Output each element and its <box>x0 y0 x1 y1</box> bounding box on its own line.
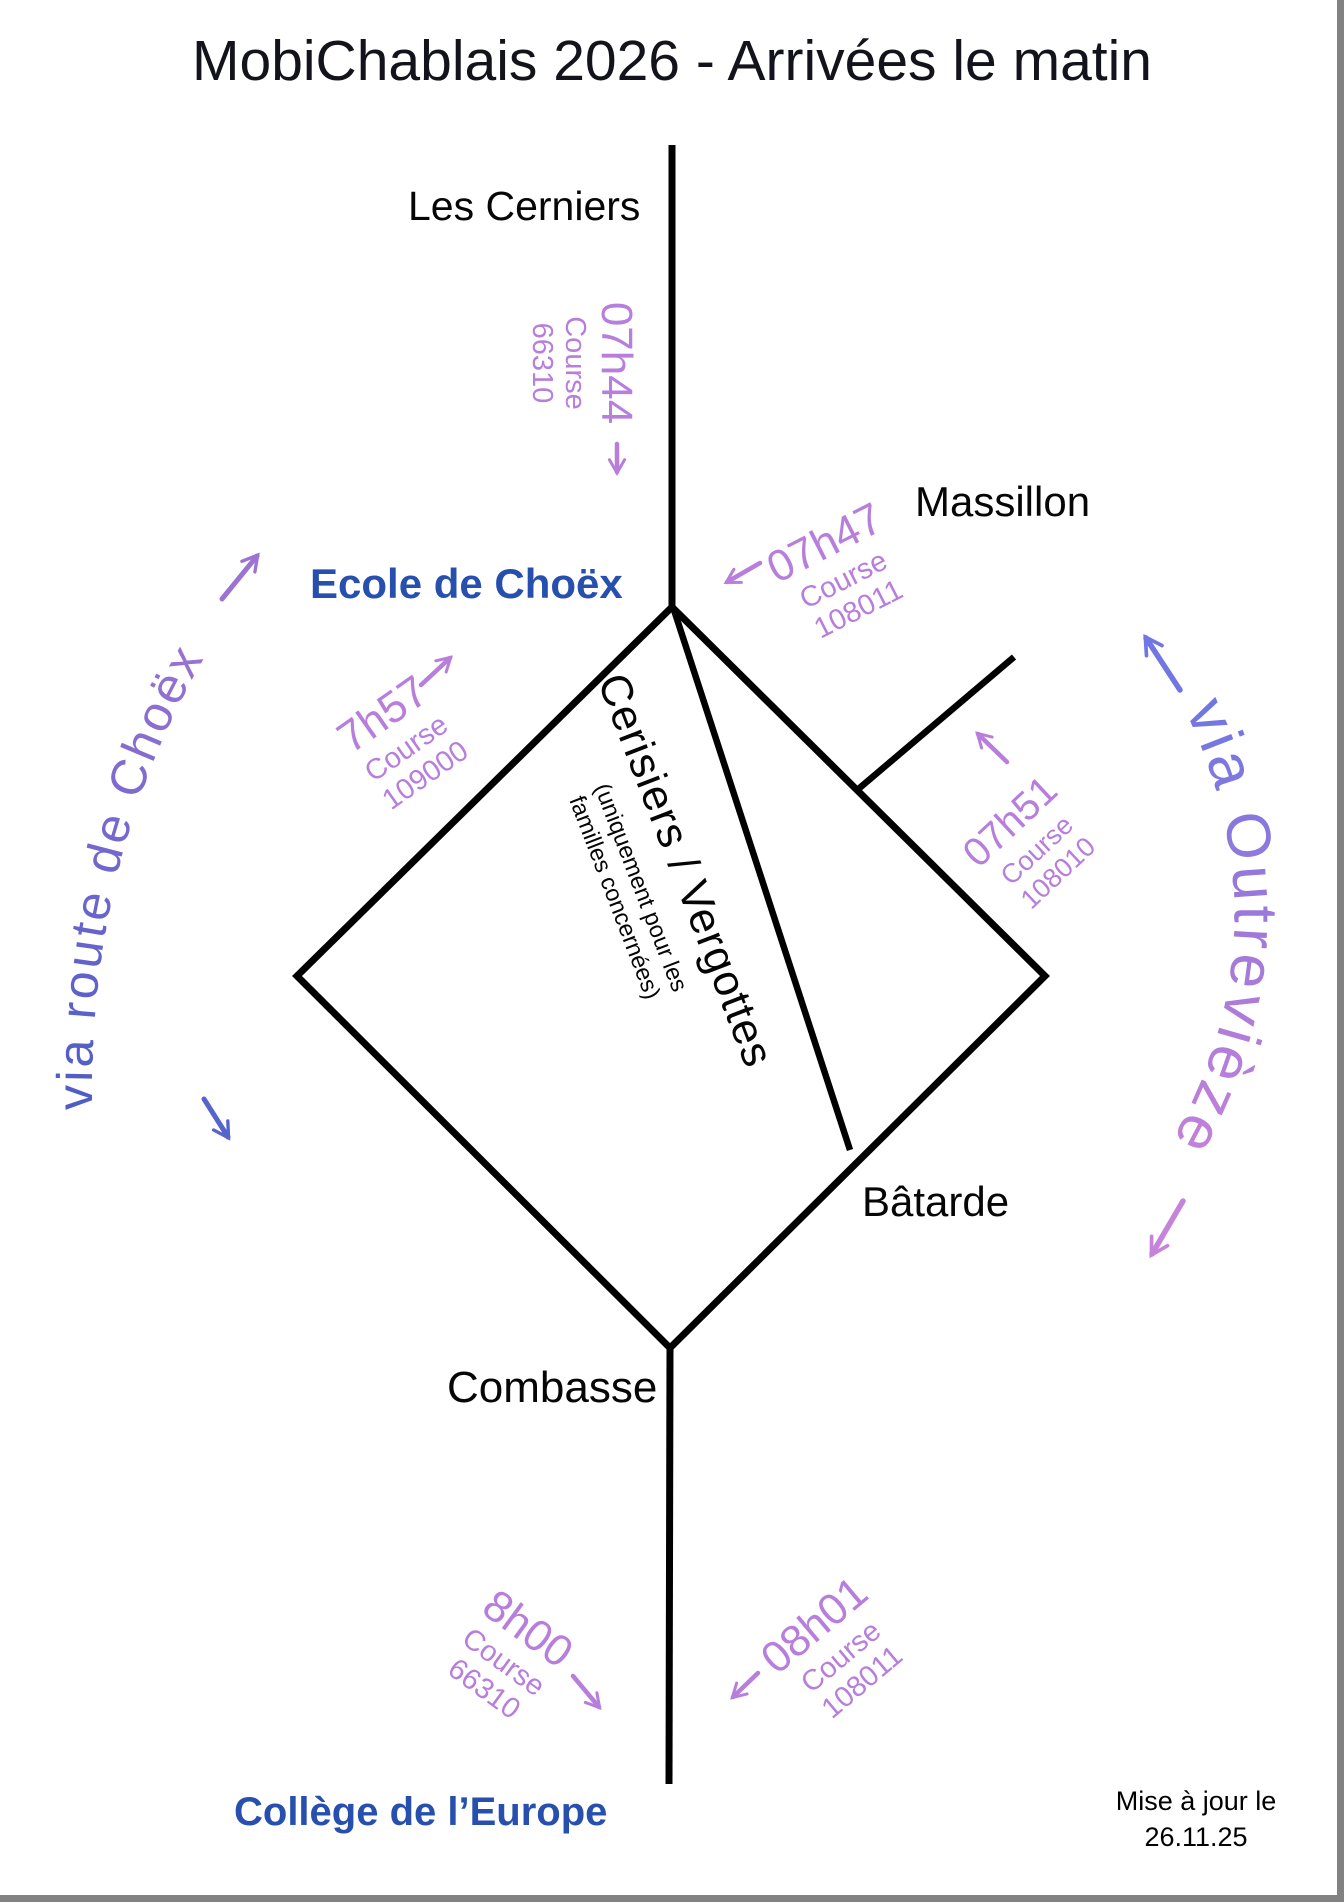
arrow-up-via-choex-icon <box>219 552 260 602</box>
station-ecole-de-choex: Ecole de Choëx <box>310 560 623 607</box>
arrow-down-via-outrevieze-icon <box>1149 1198 1186 1259</box>
station-batarde: Bâtarde <box>862 1178 1010 1225</box>
arrow-up-via-outrevieze-icon <box>1143 633 1183 693</box>
page-title: MobiChablais 2026 - Arrivées le matin <box>192 29 1152 93</box>
via-outrevieze-curved: via Outrevièze <box>1158 688 1289 1169</box>
station-les-cerniers: Les Cerniers <box>408 183 641 229</box>
arrow-upleft-07h51-icon <box>975 731 1010 765</box>
page-border-bottom <box>0 1895 1344 1902</box>
line-college-europe <box>665 1347 674 1785</box>
course-number: 66310 <box>526 322 559 404</box>
station-combasse: Combasse <box>447 1363 658 1412</box>
departure-07h44: 07h44 Course 66310 <box>526 301 642 425</box>
via-route-de-choex-curved: via route de Choëx <box>47 634 215 1110</box>
arrow-down-via-choex-icon <box>201 1096 231 1141</box>
line-cerisiers-chord <box>670 608 854 1152</box>
update-note: Mise à jour le 26.11.25 <box>1076 1784 1316 1855</box>
line-massillon-branch <box>853 654 1017 794</box>
direction-arrows <box>201 441 1186 1711</box>
station-massillon: Massillon <box>915 478 1091 525</box>
course-label: Course <box>559 316 592 410</box>
arrow-downright-8h00-icon <box>570 1673 602 1711</box>
via-route-de-choex-label: via route de Choëx <box>47 634 212 1110</box>
arrow-upright-7h57-icon <box>418 655 453 688</box>
station-college-europe: Collège de l’Europe <box>234 1790 608 1834</box>
arrow-downleft-08h01-icon <box>730 1670 761 1700</box>
via-outrevieze-label: via Outrevièze <box>1158 688 1285 1169</box>
update-note-line2: 26.11.25 <box>1144 1821 1248 1852</box>
arrow-left-07h47-icon <box>723 560 763 585</box>
update-note-line1: Mise à jour le <box>1115 1786 1277 1816</box>
departure-time: 07h44 <box>592 301 642 425</box>
route-lines <box>292 145 1050 1785</box>
page-border-right <box>1337 0 1344 1902</box>
